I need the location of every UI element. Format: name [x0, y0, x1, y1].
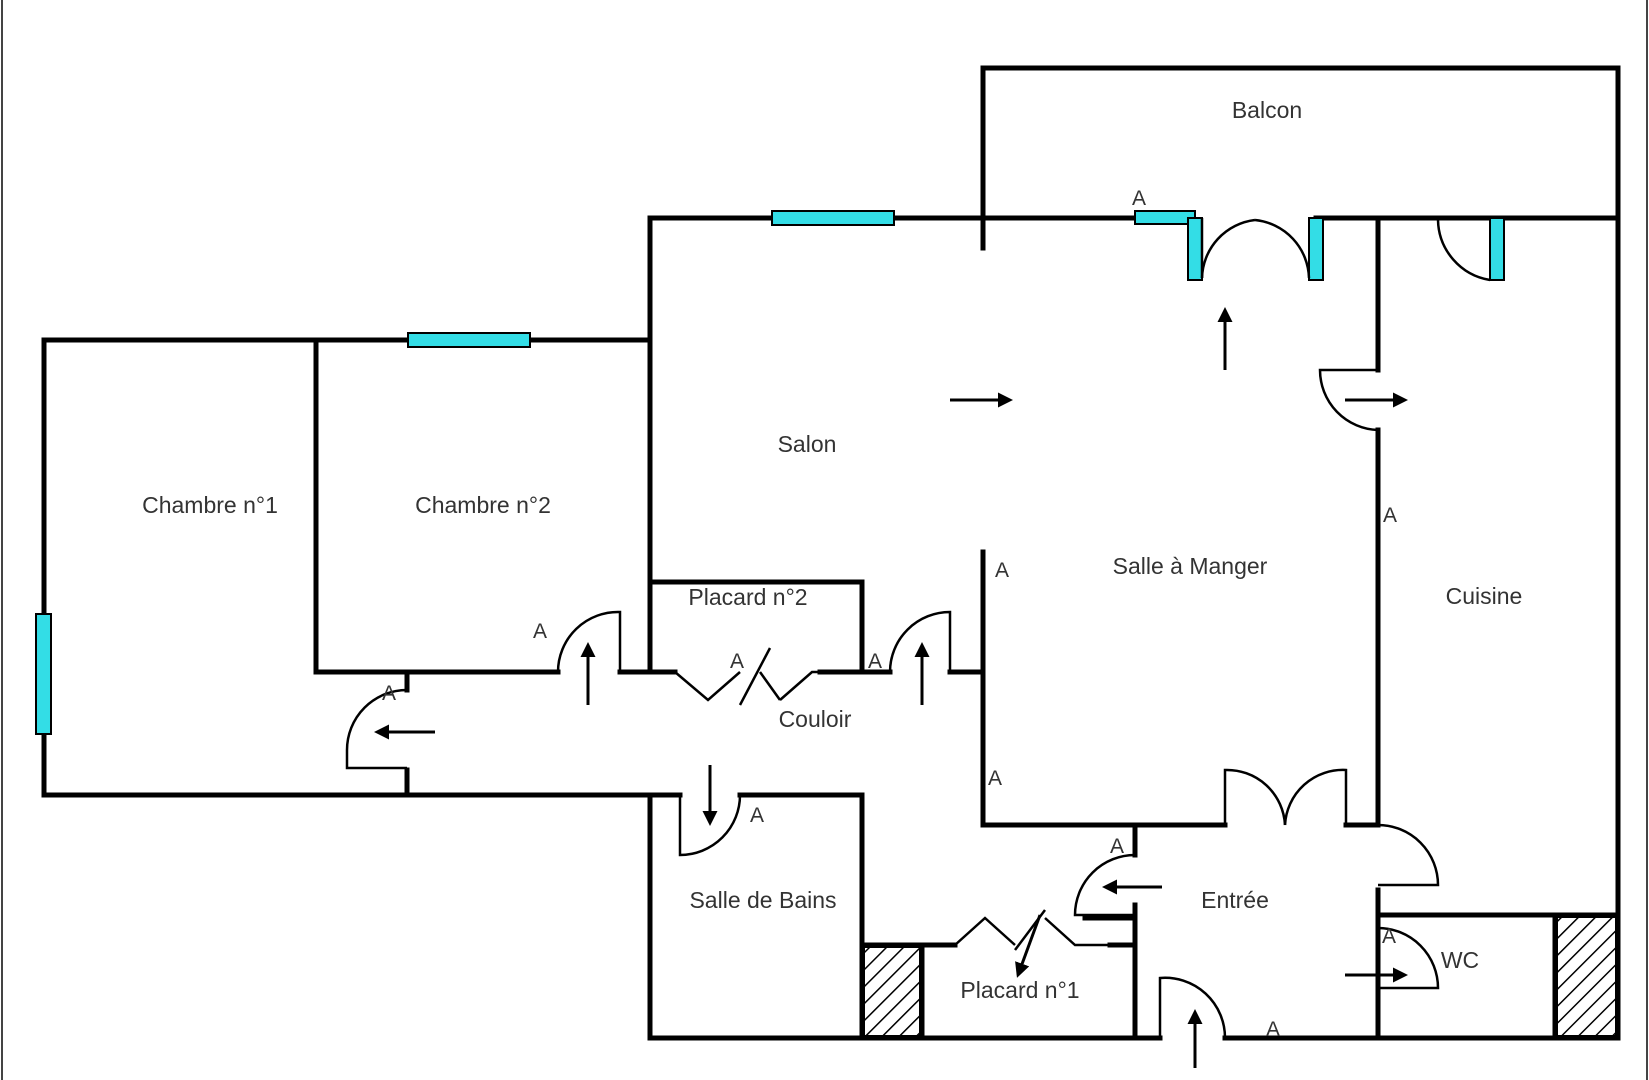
door-mark: A — [1132, 187, 1146, 210]
room-label-salon: Salon — [778, 431, 837, 457]
window-door-left — [1187, 217, 1203, 281]
door-mark: A — [995, 559, 1009, 582]
door-mark: A — [1110, 835, 1124, 858]
door-mark: A — [382, 682, 396, 705]
room-label-couloir: Couloir — [779, 706, 852, 732]
window-salon — [771, 210, 895, 226]
window-chambre1 — [35, 613, 52, 735]
door-mark: A — [533, 620, 547, 643]
room-label-cuisine: Cuisine — [1446, 583, 1523, 609]
room-label-placard1: Placard n°1 — [960, 977, 1079, 1003]
door-mark: A — [988, 767, 1002, 790]
door-marks: A A A A A A A A A A A A — [382, 187, 1397, 1041]
room-labels: Balcon Salon Chambre n°1 Chambre n°2 Pla… — [142, 97, 1522, 1003]
door-mark: A — [1383, 504, 1397, 527]
window-cuisine — [1489, 217, 1505, 281]
door-mark: A — [1382, 925, 1396, 948]
walls — [41, 65, 1621, 1041]
room-label-chambre1: Chambre n°1 — [142, 492, 278, 518]
window-sam-left — [1134, 210, 1196, 225]
hatched-shaft-left — [863, 946, 921, 1037]
windows — [35, 210, 1505, 735]
room-label-salle-a-manger: Salle à Manger — [1113, 553, 1268, 579]
window-chambre2 — [407, 332, 531, 348]
room-label-salle-de-bains: Salle de Bains — [689, 887, 836, 913]
hatched-shaft-right — [1556, 916, 1617, 1037]
door-mark: A — [1266, 1018, 1280, 1041]
door-mark: A — [730, 650, 744, 673]
room-label-chambre2: Chambre n°2 — [415, 492, 551, 518]
arrow-icon — [1015, 914, 1042, 978]
room-label-placard2: Placard n°2 — [688, 584, 807, 610]
doors — [345, 218, 1491, 1039]
door-mark: A — [750, 804, 764, 827]
room-label-wc: WC — [1441, 947, 1479, 973]
room-label-balcon: Balcon — [1232, 97, 1302, 123]
room-label-entree: Entrée — [1201, 887, 1269, 913]
circulation-arrows — [374, 307, 1408, 1068]
window-door-right — [1308, 217, 1324, 281]
door-mark: A — [868, 650, 882, 673]
